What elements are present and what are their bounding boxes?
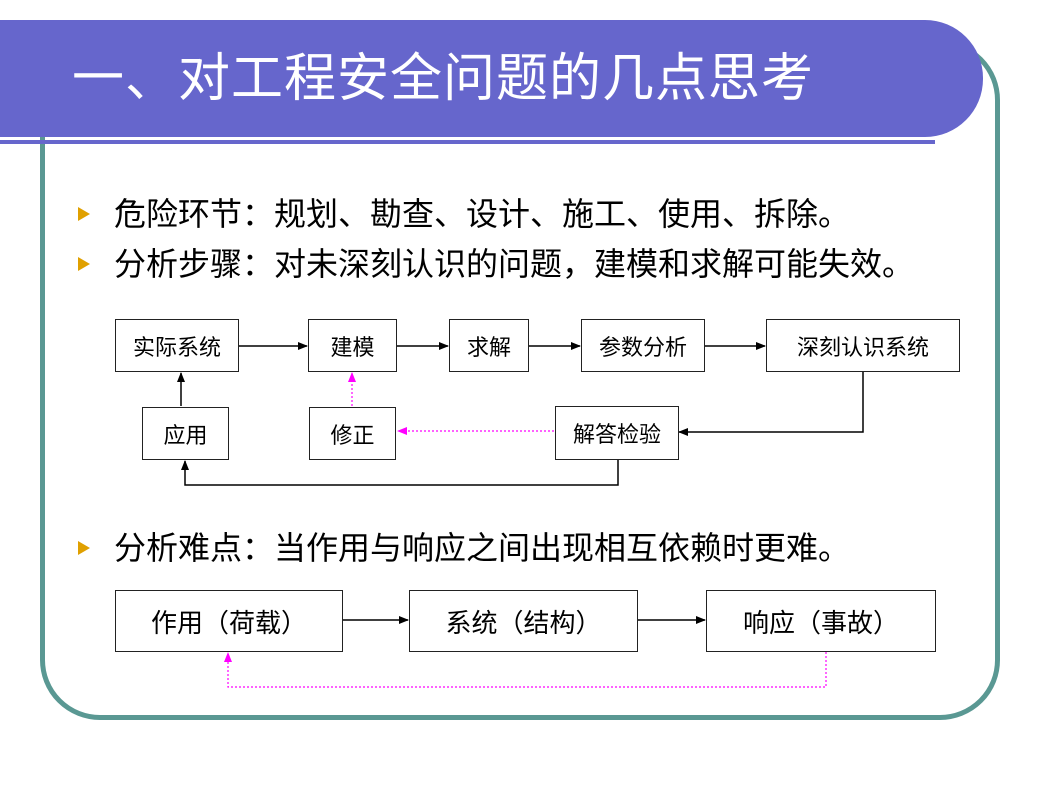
node-solving: 求解 xyxy=(449,319,529,372)
node-system-structure: 系统（结构） xyxy=(409,590,638,652)
bullet-text: 危险环节：规划、勘查、设计、施工、使用、拆除。 xyxy=(114,195,851,233)
node-action-load: 作用（荷载） xyxy=(115,590,343,652)
slide-title: 一、对工程安全问题的几点思考 xyxy=(72,49,815,109)
dotted-arrow-response-to-action xyxy=(224,652,827,688)
arrow-deep-to-check xyxy=(678,372,864,436)
node-correction: 修正 xyxy=(309,407,396,460)
node-response-accident: 响应（事故） xyxy=(706,590,936,652)
node-modeling: 建模 xyxy=(308,319,397,372)
node-application: 应用 xyxy=(142,407,229,460)
node-deep-understanding: 深刻认识系统 xyxy=(766,319,960,372)
bullet-text: 分析步骤：对未深刻认识的问题，建模和求解可能失效。 xyxy=(114,245,915,283)
arrow-check-to-application xyxy=(181,459,619,486)
title-banner xyxy=(0,20,983,137)
bullet-arrow-icon xyxy=(78,541,90,555)
title-underline xyxy=(0,140,935,144)
node-real-system: 实际系统 xyxy=(115,319,239,372)
bullet-text: 分析难点：当作用与响应之间出现相互依赖时更难。 xyxy=(114,529,851,567)
bullet-arrow-icon xyxy=(78,257,90,271)
node-answer-check: 解答检验 xyxy=(555,406,679,460)
node-param-analysis: 参数分析 xyxy=(581,319,705,372)
bullet-arrow-icon xyxy=(78,207,90,221)
